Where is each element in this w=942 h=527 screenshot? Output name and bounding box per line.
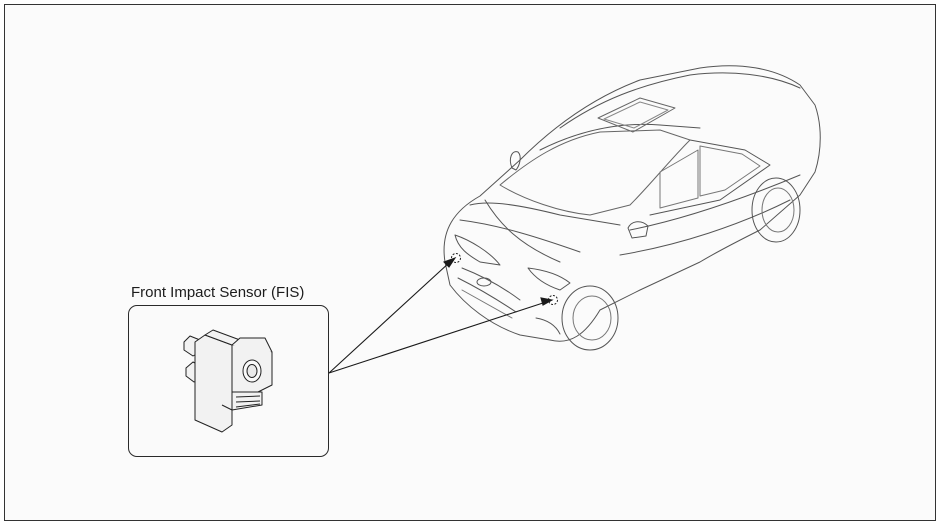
arrowhead-right (540, 297, 554, 306)
leader-arrows (328, 256, 554, 374)
callout-label: Front Impact Sensor (FIS) (131, 284, 305, 301)
front-impact-sensor-part (183, 329, 273, 433)
arrow-to-left-sensor (328, 261, 451, 374)
sensor-inset-box (128, 305, 329, 457)
car-illustration (443, 65, 821, 351)
arrow-to-right-sensor (328, 301, 547, 374)
arrowhead-left (443, 256, 457, 268)
